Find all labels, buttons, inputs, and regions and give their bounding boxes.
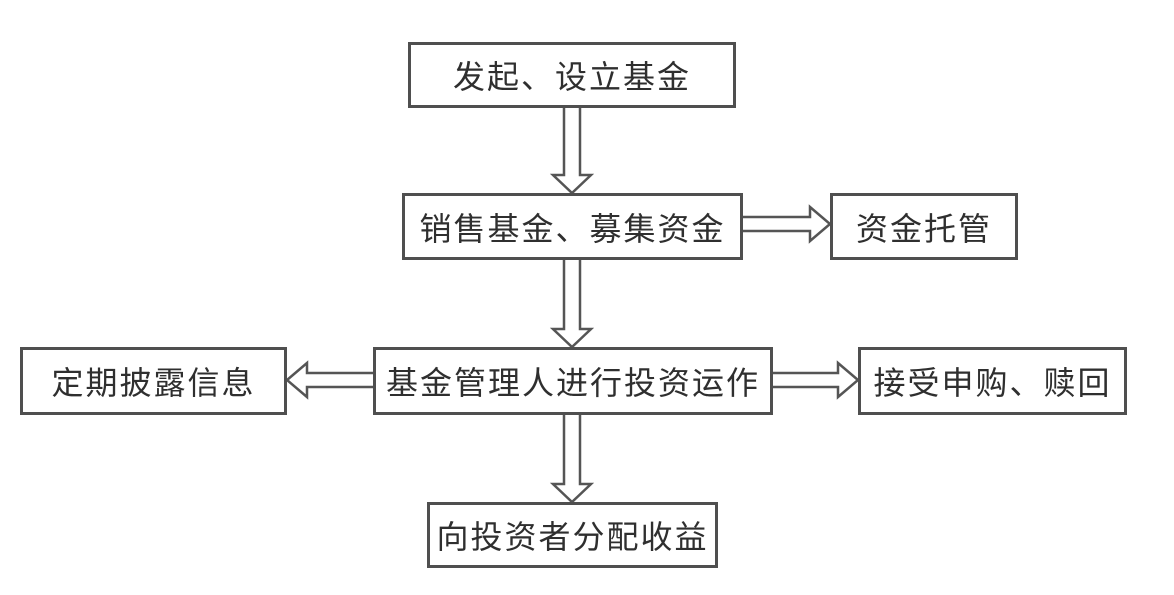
node-sell-fund-raise-capital: 销售基金、募集资金 bbox=[402, 193, 743, 260]
node-fund-custody: 资金托管 bbox=[830, 193, 1018, 260]
node-accept-subscription-redemption: 接受申购、赎回 bbox=[858, 347, 1127, 415]
node-manager-investment-operation: 基金管理人进行投资运作 bbox=[373, 347, 773, 415]
arrow-left-manage-to-disclose-icon bbox=[285, 360, 373, 400]
arrow-right-sell-to-custody-icon bbox=[743, 204, 832, 244]
arrow-right-manage-to-redeem-icon bbox=[773, 360, 860, 400]
node-initiate-establish-fund: 发起、设立基金 bbox=[408, 42, 736, 108]
arrow-down-sell-to-manage-icon bbox=[549, 260, 595, 349]
node-distribute-income-to-investors: 向投资者分配收益 bbox=[427, 502, 718, 568]
node-periodic-disclosure: 定期披露信息 bbox=[20, 347, 287, 415]
arrow-down-initiate-to-sell-icon bbox=[549, 108, 595, 195]
arrow-down-manage-to-distribute-icon bbox=[549, 415, 595, 504]
